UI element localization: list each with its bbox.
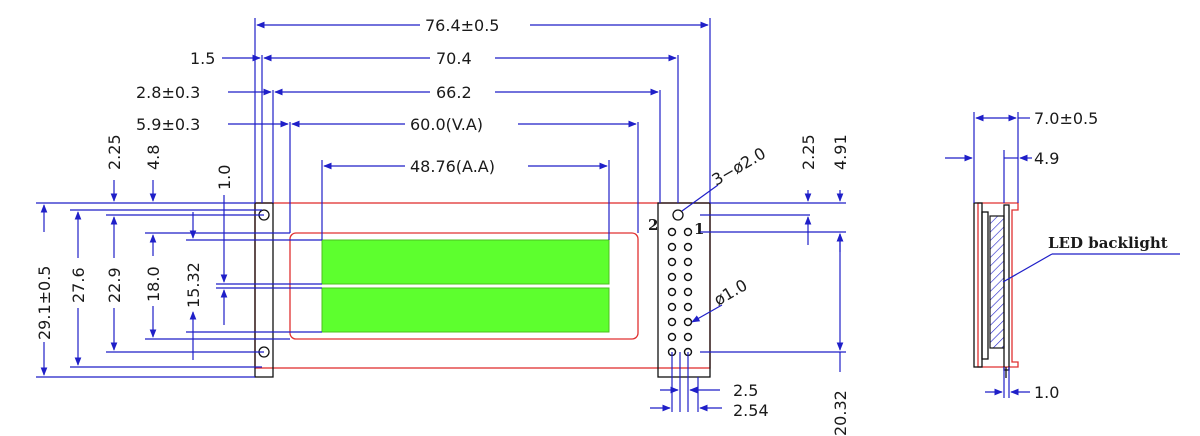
dim-char-gap: 1.0: [215, 165, 234, 190]
dim-view-area: 60.0(V.A): [410, 115, 483, 134]
dim-height-overall: 29.1±0.5: [35, 266, 54, 340]
dim-pin-pitch: 2.5: [733, 381, 758, 400]
left-strip: [254, 202, 274, 378]
dim-left-offset-1: 1.5: [190, 49, 215, 68]
pcb-outline: [254, 202, 711, 369]
front-view: 2 1: [254, 202, 711, 378]
dim-header-length: 20.32: [831, 390, 850, 436]
dim-thickness-total: 7.0±0.5: [1034, 109, 1098, 128]
dim-top-offset-1: 2.25: [105, 134, 124, 170]
lcd-row-2: [321, 287, 610, 333]
mount-hole-tr: [672, 209, 684, 221]
pin-label-2: 2: [648, 216, 658, 234]
dim-right-offset-1: 2.25: [799, 134, 818, 170]
backlight-block: [989, 215, 1005, 349]
side-pcb: [1003, 204, 1010, 371]
dim-overall-width: 76.4±0.5: [425, 16, 499, 35]
right-strip: [657, 202, 711, 378]
right-dimensions: 2.25 4.91 20.32: [700, 134, 850, 436]
bezel-outline: [289, 232, 639, 340]
dim-top-offset-2: 4.8: [144, 145, 163, 170]
dim-left-offset-3: 5.9±0.3: [136, 115, 200, 134]
top-dimensions: 76.4±0.5 70.4 66.2 60.0(V.A) 48.76(A.A) …: [136, 16, 769, 323]
dim-pcb-thickness: 1.0: [1034, 383, 1059, 402]
led-backlight-label: LED backlight: [1048, 234, 1168, 252]
lcd-row-1: [321, 239, 610, 285]
dim-hole-spec: 3−ø2.0: [709, 144, 769, 190]
dim-height-bezel: 22.9: [105, 267, 124, 303]
dim-bezel-width: 66.2: [436, 83, 472, 102]
dim-pcb-width-label: 70.4: [436, 49, 472, 68]
dim-active-area: 48.76(A.A): [410, 157, 495, 176]
dim-row-pitch: 2.54: [733, 401, 769, 420]
pin-grid: [667, 227, 693, 357]
pin-label-1: 1: [694, 220, 704, 238]
side-view: 7.0±0.5 4.9 1.0 LED backlight: [945, 109, 1180, 402]
dim-pin-hole-spec: ø1.0: [711, 275, 751, 309]
dim-height-pcb: 27.6: [69, 267, 88, 303]
bottom-dimensions: 2.5 2.54: [650, 352, 769, 420]
dim-thickness-module: 4.9: [1034, 149, 1059, 168]
dim-right-offset-2: 4.91: [831, 134, 850, 170]
dim-left-offset-2: 2.8±0.3: [136, 83, 200, 102]
left-dimensions: 29.1±0.5 27.6 22.9 18.0 15.32 1.0 2.25 4…: [35, 134, 322, 378]
dim-height-aa: 15.32: [184, 262, 203, 308]
dim-height-va: 18.0: [144, 266, 163, 302]
